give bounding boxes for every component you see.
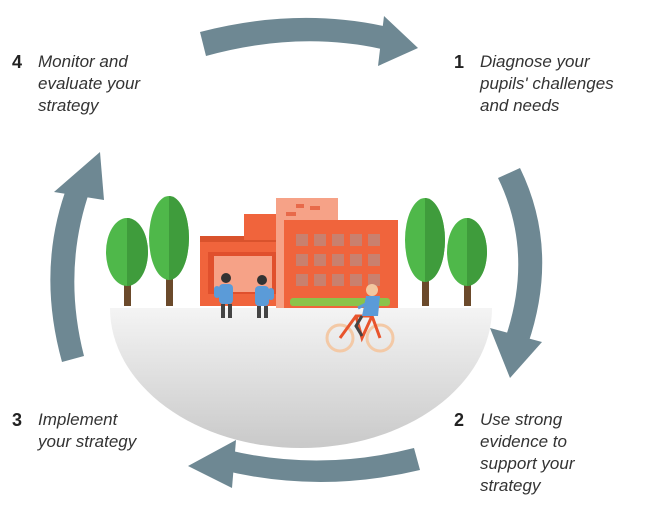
cyclist-icon xyxy=(325,284,395,353)
step-number: 2 xyxy=(454,410,465,430)
step-text-line: strategy xyxy=(38,96,99,115)
step-text-line: your strategy xyxy=(38,432,137,451)
step-text-line: Diagnose your xyxy=(480,52,590,71)
step-text: Diagnose your pupils' challenges and nee… xyxy=(480,51,620,117)
ground-hemisphere xyxy=(110,308,492,448)
step-text-line: and needs xyxy=(480,96,560,115)
step-text-line: Implement xyxy=(38,410,118,429)
tree-icon xyxy=(149,196,189,306)
step-text: Monitor and evaluate your strategy xyxy=(38,51,178,117)
people-icon xyxy=(214,273,274,318)
tree-icon xyxy=(405,198,445,306)
step-text-line: evidence to xyxy=(480,432,567,451)
step-text-line: Monitor and xyxy=(38,52,128,71)
cycle-arrow-icon xyxy=(188,440,420,488)
cycle-arrow-icon xyxy=(50,152,104,362)
step-number: 1 xyxy=(454,52,465,72)
tree-icon xyxy=(447,218,487,306)
cycle-arrow-icon xyxy=(490,168,543,378)
step-number: 4 xyxy=(12,52,23,72)
school-building-icon xyxy=(200,198,398,308)
step-text-line: evaluate your xyxy=(38,74,141,93)
step-text: Implement your strategy xyxy=(38,409,178,453)
cycle-arrow-icon xyxy=(200,16,418,66)
step-text-line: pupils' challenges xyxy=(480,74,614,93)
step-text-line: strategy xyxy=(480,476,541,495)
step-text: Use strong evidence to support your stra… xyxy=(480,409,620,497)
step-text-line: support your xyxy=(480,454,575,473)
step-text-line: Use strong xyxy=(480,410,563,429)
cycle-arrows xyxy=(50,16,543,488)
tree-icon xyxy=(106,218,148,306)
step-number: 3 xyxy=(12,410,23,430)
